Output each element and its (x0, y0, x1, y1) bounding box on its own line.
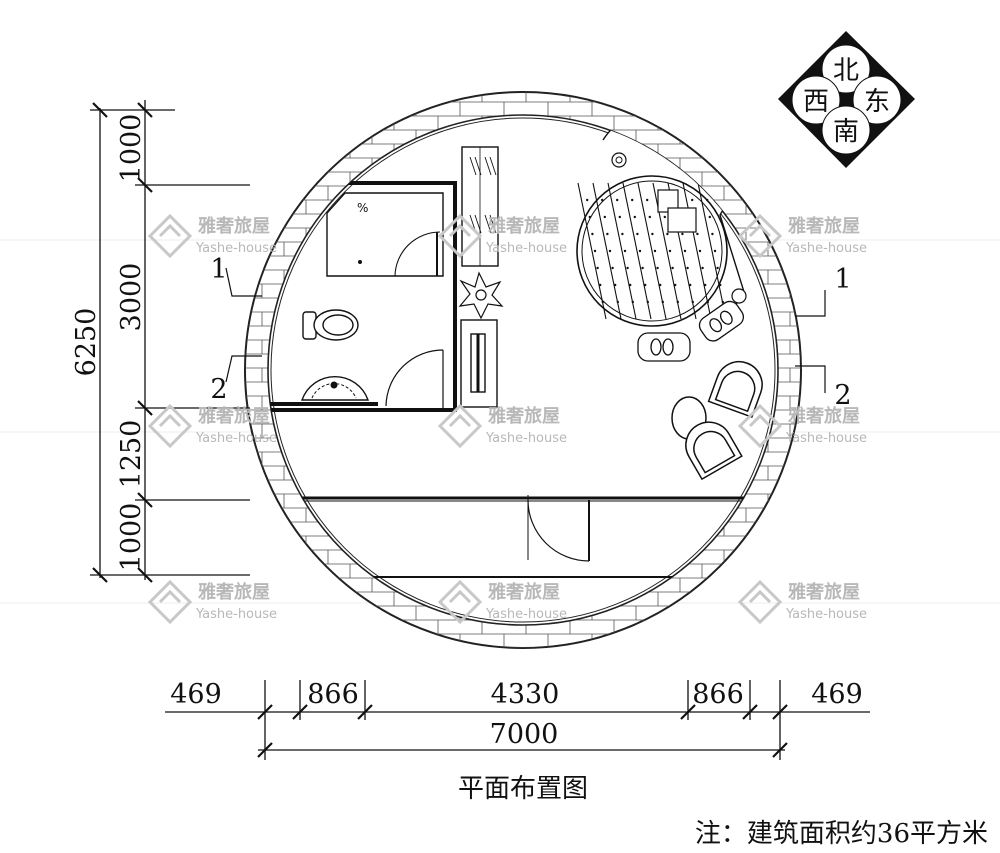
compass-north: 北 (833, 56, 859, 86)
watermark-en: Yashe-house (195, 607, 277, 622)
watermark-name: 雅奢旅屋 (197, 405, 270, 427)
vertical-dimension-lines (90, 100, 250, 583)
watermark-en: Yashe-house (785, 241, 867, 256)
watermark: 雅奢旅屋 Yashe-house (147, 579, 277, 625)
watermark-en: Yashe-house (195, 431, 277, 446)
dim-vertical-3: 1250 (116, 420, 147, 489)
watermark-en: Yashe-house (485, 241, 567, 256)
svg-text:%: % (357, 201, 368, 215)
watermarks: 雅奢旅屋 Yashe-house 雅奢旅屋 Yashe-house 雅奢旅屋 Yashe-… (147, 213, 867, 625)
watermark: 雅奢旅屋 Yashe-house (737, 579, 867, 625)
bathroom-wall (268, 181, 457, 412)
watermark-name: 雅奢旅屋 (487, 405, 560, 427)
section-callout-lines (225, 267, 826, 393)
lounge-chairs (671, 361, 763, 481)
watermark-name: 雅奢旅屋 (197, 581, 270, 603)
watermark: 雅奢旅屋 Yashe-house (147, 403, 277, 449)
tv-cabinet (460, 319, 498, 408)
potted-plant (458, 271, 504, 320)
dim-horizontal-4: 866 (692, 679, 744, 710)
dim-total-width: 7000 (490, 719, 559, 750)
callout-left-1: 1 (210, 254, 227, 285)
watermark-name: 雅奢旅屋 (787, 215, 860, 237)
callout-right-2: 2 (834, 380, 851, 411)
watermark: 雅奢旅屋 Yashe-house (437, 213, 567, 259)
dim-horizontal-2: 866 (307, 679, 359, 710)
dim-vertical-2: 3000 (116, 263, 147, 332)
compass-south: 南 (833, 117, 859, 147)
watermark-name: 雅奢旅屋 (487, 581, 560, 603)
compass-west: 西 (803, 87, 829, 117)
watermark-en: Yashe-house (195, 241, 277, 256)
watermark-name: 雅奢旅屋 (787, 405, 860, 427)
watermark: 雅奢旅屋 Yashe-house (737, 213, 867, 259)
dim-horizontal-5: 469 (811, 679, 863, 710)
glass-partition (275, 495, 775, 562)
callout-right-1: 1 (834, 264, 851, 295)
watermark-name: 雅奢旅屋 (787, 581, 860, 603)
watermark: 雅奢旅屋 Yashe-house (437, 403, 567, 449)
watermark-name: 雅奢旅屋 (487, 215, 560, 237)
watermark-name: 雅奢旅屋 (197, 215, 270, 237)
compass-rose: 北 西 东 南 (778, 31, 915, 168)
callout-left-2: 2 (210, 374, 227, 405)
bathroom-door (385, 349, 444, 408)
watermark-en: Yashe-house (785, 607, 867, 622)
horizontal-dimension-lines (165, 680, 870, 760)
slippers (637, 300, 745, 362)
watermark-en: Yashe-house (485, 607, 567, 622)
dim-total-height: 6250 (71, 308, 102, 377)
area-note: 注：建筑面积约36平方米 (695, 819, 988, 849)
dim-horizontal-3: 4330 (491, 679, 560, 710)
drawing-title: 平面布置图 (458, 774, 588, 804)
watermark-en: Yashe-house (485, 431, 567, 446)
wash-basin (301, 375, 369, 401)
watermark: 雅奢旅屋 Yashe-house (437, 579, 567, 625)
watermark: 雅奢旅屋 Yashe-house (737, 403, 867, 449)
watermark-en: Yashe-house (785, 431, 867, 446)
compass-east: 东 (864, 87, 890, 117)
dim-vertical-4: 1000 (116, 503, 147, 572)
dim-horizontal-1: 469 (170, 679, 222, 710)
toilet (302, 309, 359, 341)
dim-vertical-1: 1000 (116, 114, 147, 183)
shower-enclosure: % (326, 192, 444, 277)
watermark: 雅奢旅屋 Yashe-house (147, 213, 277, 259)
